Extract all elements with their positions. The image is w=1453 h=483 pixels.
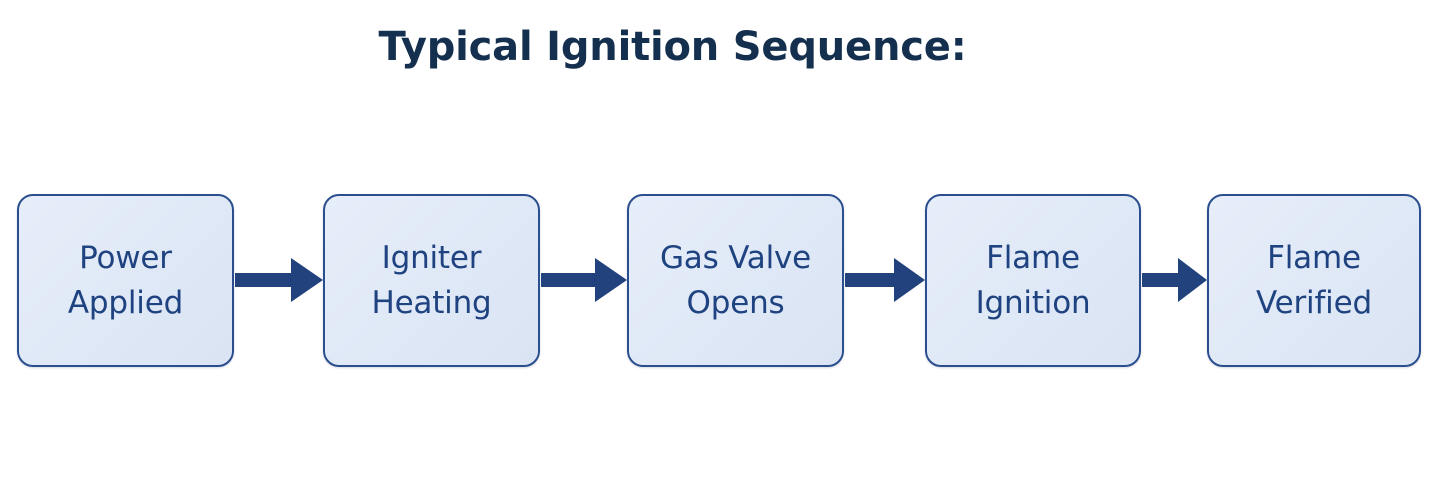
flow-node-label: Power Applied [67, 240, 184, 321]
flow-node-label: Flame Ignition [975, 240, 1091, 321]
flow-arrow-2 [541, 254, 627, 306]
page-title: Typical Ignition Sequence: [378, 24, 967, 70]
flow-arrow-4 [1142, 254, 1207, 306]
flow-arrow-3 [845, 254, 925, 306]
flow-node-flame-ignition[interactable]: Flame Ignition [925, 194, 1141, 367]
ignition-sequence-flow: Power Applied Igniter Heating Gas Valve … [0, 194, 1453, 369]
flow-node-igniter-heating[interactable]: Igniter Heating [323, 194, 540, 367]
flow-node-label: Igniter Heating [371, 240, 492, 321]
flow-node-power-applied[interactable]: Power Applied [17, 194, 234, 367]
flow-node-label: Gas Valve Opens [659, 240, 812, 321]
flow-node-gas-valve-opens[interactable]: Gas Valve Opens [627, 194, 844, 367]
flow-node-label: Flame Verified [1256, 240, 1372, 321]
flow-arrow-1 [235, 254, 323, 306]
flow-node-flame-verified[interactable]: Flame Verified [1207, 194, 1421, 367]
